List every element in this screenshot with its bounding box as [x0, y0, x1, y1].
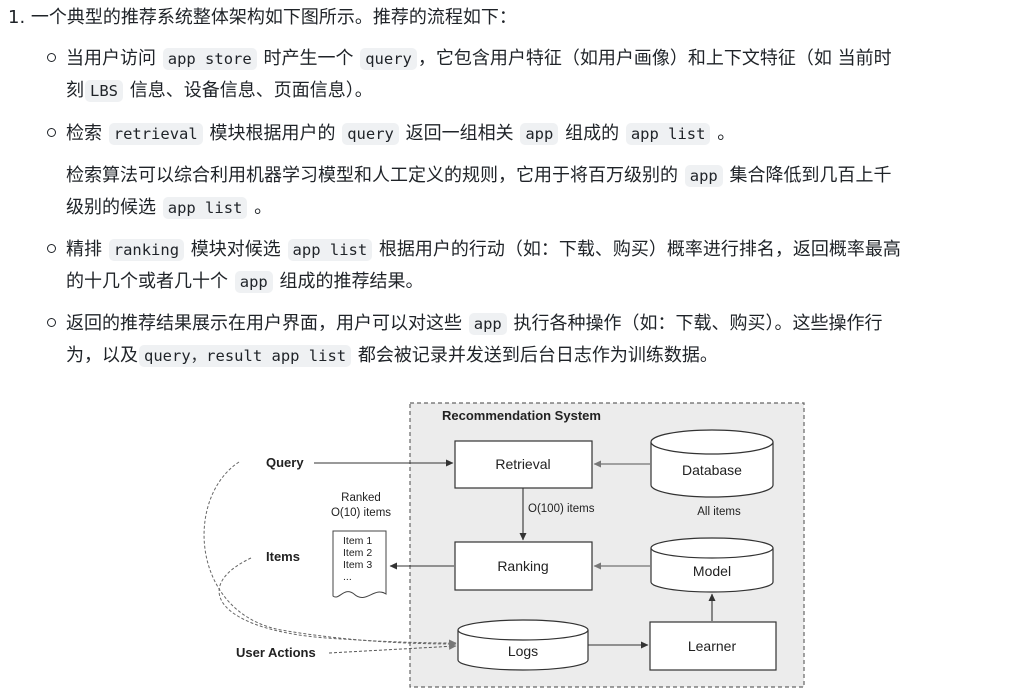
ranked-label: Ranked: [341, 492, 381, 504]
text-run: 刻: [66, 80, 84, 101]
document-icon: [332, 530, 387, 599]
code-ranking: ranking: [108, 239, 185, 261]
text-run: 根据用户的行动（如：下载、购买）概率进行排名，返回概率最高: [378, 239, 901, 260]
code-query: query: [342, 123, 399, 145]
system-title: Recommendation System: [442, 408, 601, 423]
bullet-1-marker: [46, 53, 60, 67]
text-run: 检索算法可以综合利用机器学习模型和人工定义的规则，它用于将百万级别的: [66, 165, 678, 186]
learner-label: Learner: [688, 638, 737, 654]
model-label: Model: [693, 563, 731, 579]
retrieval-label: Retrieval: [495, 456, 550, 472]
ranked-item-2: Item 2: [343, 547, 372, 559]
database-cylinder: [650, 429, 774, 498]
bullet-3-marker: [46, 244, 60, 258]
database-label: Database: [682, 462, 742, 478]
query-label: Query: [266, 455, 304, 470]
text-run: 组成的: [565, 123, 620, 144]
text-run: 模块根据用户的: [209, 123, 336, 144]
retrieval-description: 检索算法可以综合利用机器学习模型和人工定义的规则，它用于将百万级别的 app 集…: [66, 160, 996, 224]
learner-box: [649, 621, 777, 671]
text-run: 模块对候选: [190, 239, 281, 260]
code-retrieval: retrieval: [108, 123, 203, 145]
text-run: 都会被记录并发送到后台日志作为训练数据。: [357, 345, 718, 366]
o100-items-label: O(100) items: [528, 503, 595, 515]
bullet-3-text: 精排 ranking 模块对候选 app list 根据用户的行动（如：下载、购…: [66, 234, 996, 298]
ranked-item-more: ...: [343, 571, 352, 583]
bullet-4-text: 返回的推荐结果展示在用户界面，用户可以对这些 app 执行各种操作（如：下载、购…: [66, 308, 996, 372]
text-run: 时产生一个: [263, 48, 354, 69]
ranked-item-3: Item 3: [343, 559, 372, 571]
bullet-1-text: 当用户访问 app store 时产生一个 query，它包含用户特征（如用户画…: [66, 43, 996, 107]
code-app: app: [520, 123, 559, 145]
bullet-2-marker: [46, 128, 60, 142]
ranking-box: [454, 541, 593, 591]
text-run: 执行各种操作（如：下载、购买）。这些操作行: [513, 313, 883, 334]
text-run: 。: [254, 197, 273, 218]
code-app-store: app store: [162, 48, 257, 70]
text-run: 的十几个或者几十个: [66, 271, 228, 292]
architecture-figure: Recommendation System Retrieval Database…: [196, 398, 808, 697]
code-query: query: [360, 48, 417, 70]
code-app-list: app list: [625, 123, 711, 145]
bullet-2-text: 检索 retrieval 模块根据用户的 query 返回一组相关 app 组成…: [66, 118, 996, 150]
architecture-diagram: Recommendation System Retrieval Database…: [203, 402, 805, 688]
text-run: 返回的推荐结果展示在用户界面，用户可以对这些: [66, 313, 462, 334]
text-run: 检索: [66, 123, 102, 144]
logs-label: Logs: [508, 643, 538, 659]
code-query-result-app-list: query，result app list: [139, 345, 352, 367]
code-app-list: app list: [287, 239, 373, 261]
code-app: app: [468, 313, 507, 335]
items-label: Items: [266, 549, 300, 564]
logs-cylinder: [457, 619, 589, 671]
code-lbs: LBS: [85, 80, 123, 102]
text-run: ，它包含用户特征（如用户画像）和上下文特征（如 当前时: [417, 48, 892, 69]
text-run: 当用户访问: [66, 48, 156, 69]
text-run: 集合降低到几百上千: [729, 165, 892, 186]
o10-items-label: O(10) items: [331, 507, 391, 519]
text-run: 为，以及: [66, 345, 138, 366]
all-items-label: All items: [697, 506, 741, 518]
text-run: 信息、设备信息、页面信息）。: [129, 80, 373, 101]
bullet-4-marker: [46, 318, 60, 332]
ranking-label: Ranking: [497, 558, 548, 574]
code-app: app: [684, 165, 723, 187]
model-cylinder: [650, 537, 774, 593]
text-run: 精排: [66, 239, 102, 260]
arrow-user-actions-to-logs: [328, 642, 457, 654]
dashed-query-to-logs: [203, 461, 457, 648]
text-run: 级别的候选: [66, 197, 156, 218]
ranked-item-1: Item 1: [343, 535, 372, 547]
text-run: 。: [717, 123, 736, 144]
code-app-list: app list: [162, 197, 248, 219]
code-app: app: [234, 271, 273, 293]
user-actions-label: User Actions: [236, 645, 316, 660]
dashed-items-to-logs: [218, 557, 457, 647]
intro-line: 1. 一个典型的推荐系统整体架构如下图所示。推荐的流程如下：: [8, 7, 517, 28]
text-run: 组成的推荐结果。: [279, 271, 424, 292]
text-run: 返回一组相关: [405, 123, 514, 144]
